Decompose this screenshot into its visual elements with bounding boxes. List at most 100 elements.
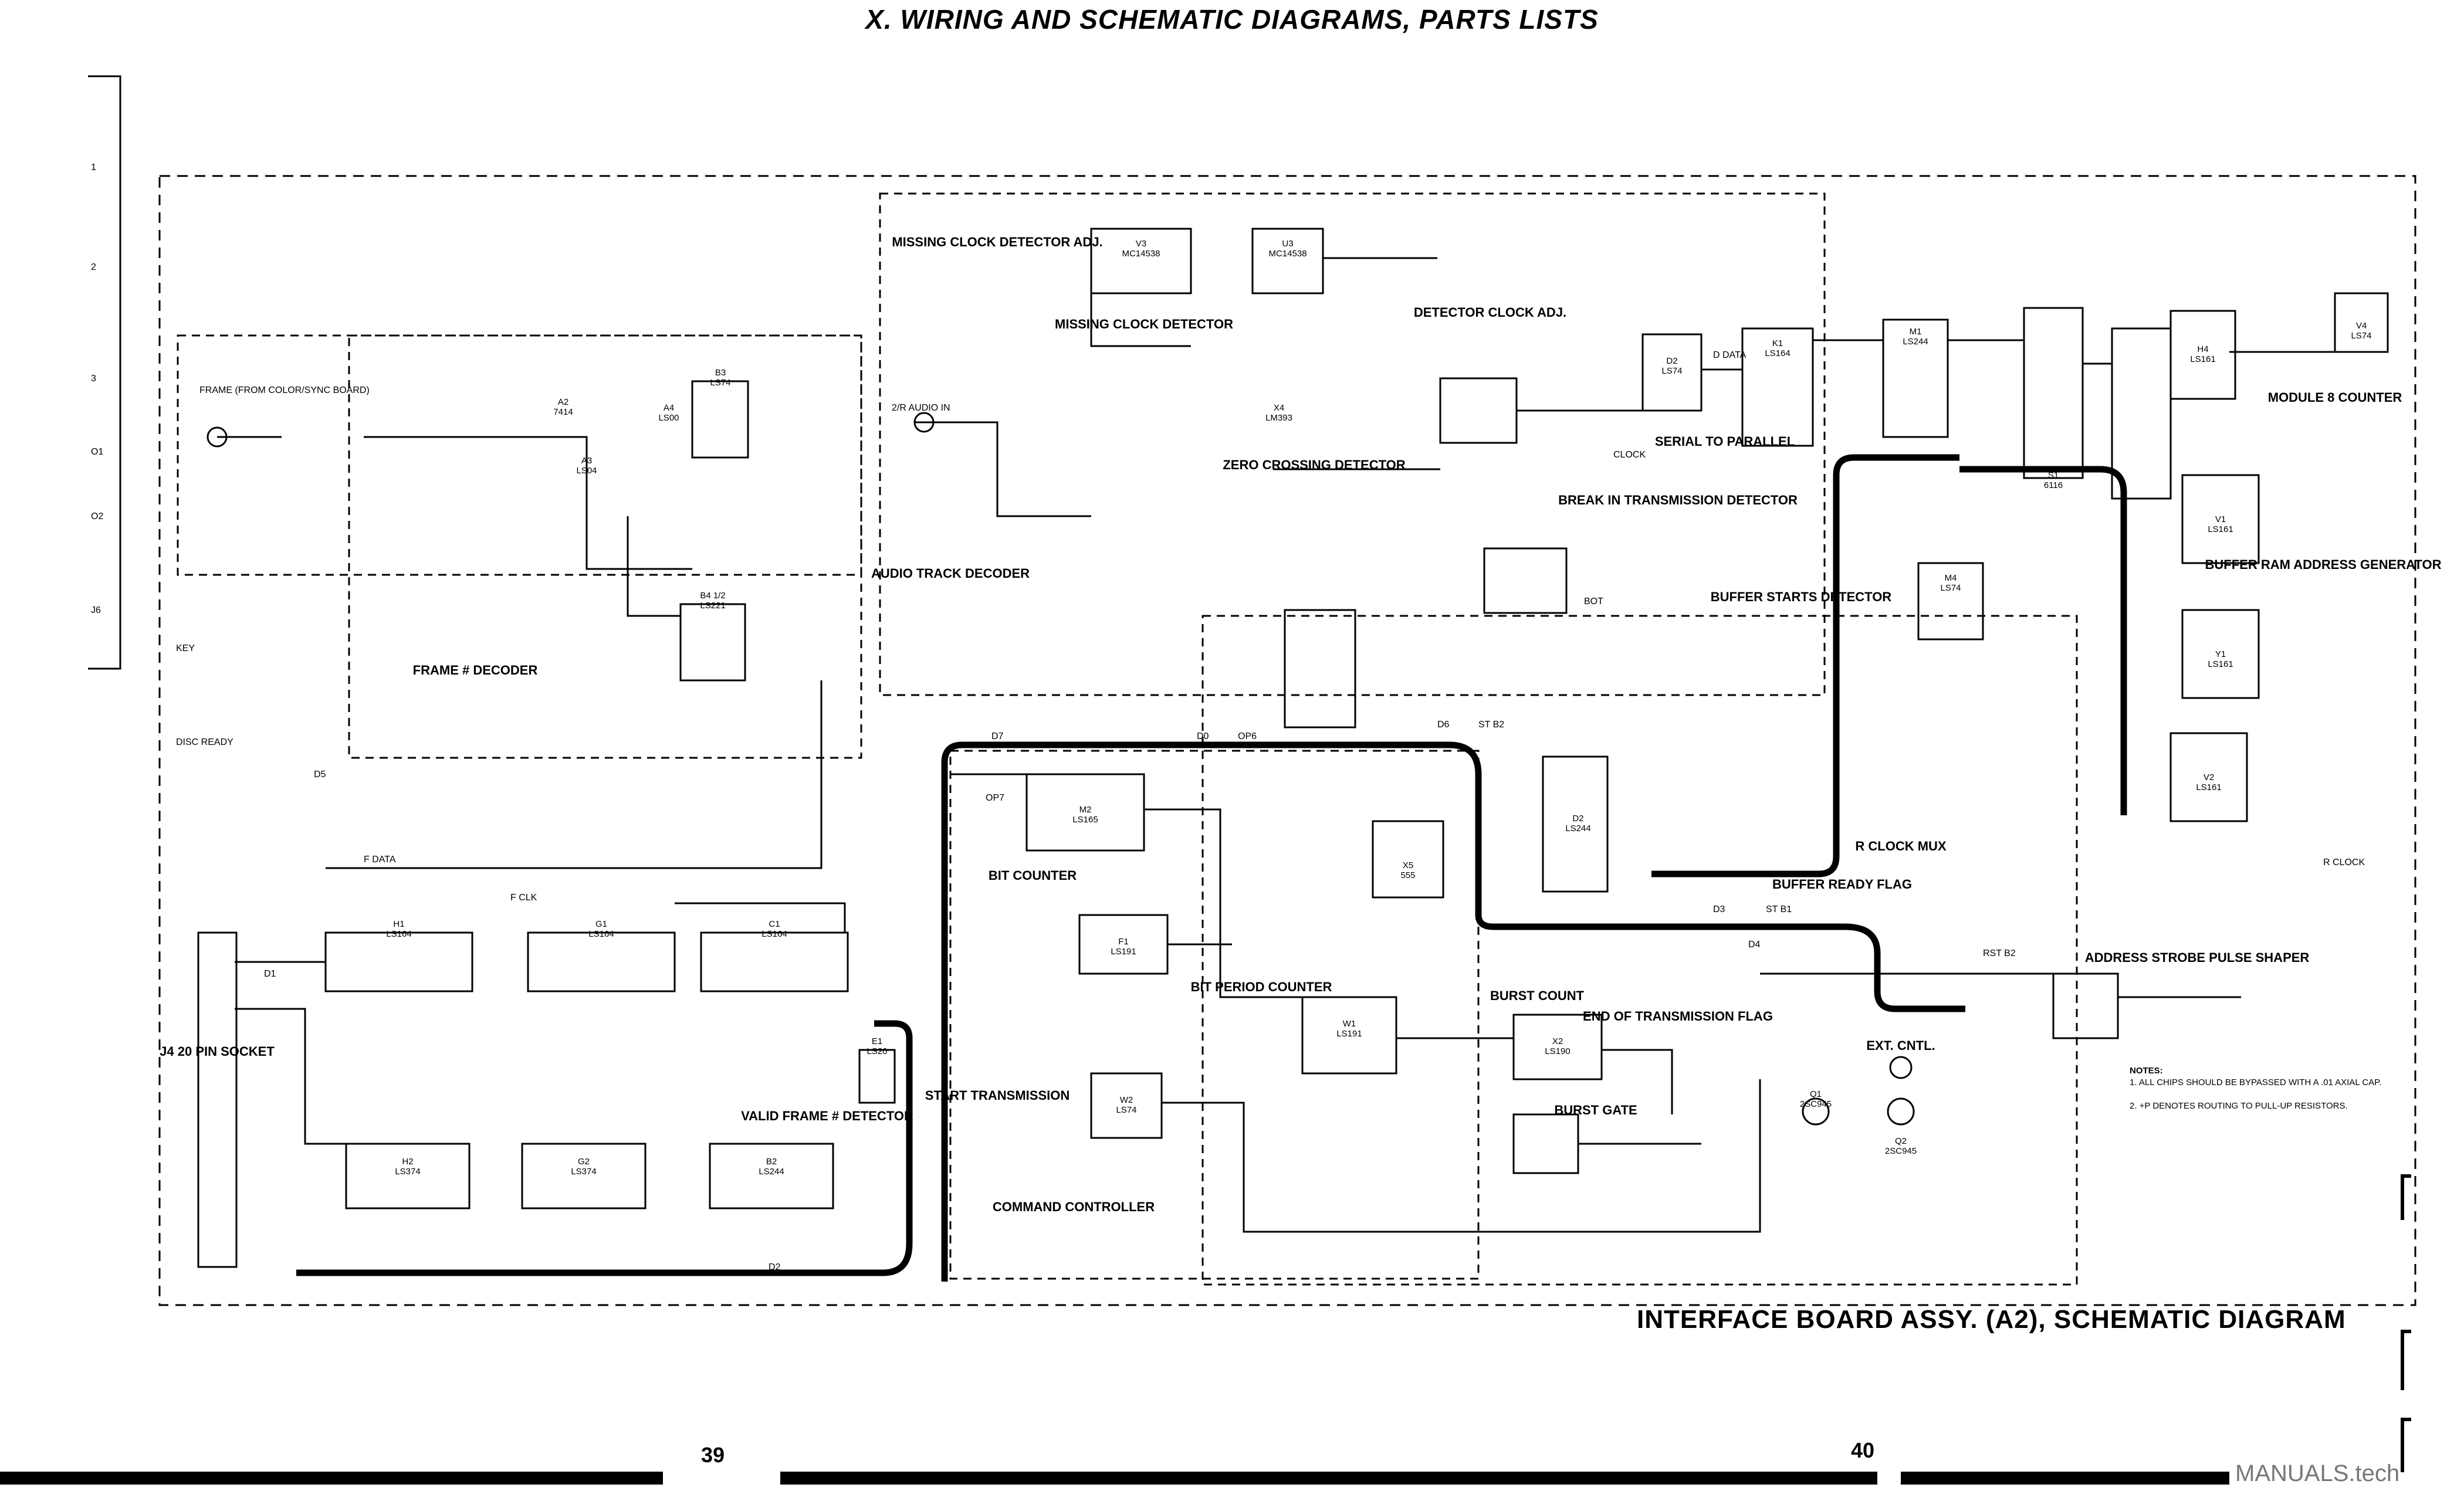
wiring-frame bbox=[217, 436, 846, 1145]
margin-mark-o2: O2 bbox=[91, 511, 103, 521]
m2-ls165 bbox=[1025, 773, 1145, 852]
signal-f-data: F DATA bbox=[364, 855, 396, 865]
h1-ls164 bbox=[324, 931, 473, 992]
signal-op7: OP7 bbox=[986, 793, 1004, 803]
margin-mark-j6: J6 bbox=[91, 605, 101, 615]
label-missing-clock-adj: MISSING CLOCK DETECTOR ADJ. bbox=[892, 235, 1102, 249]
y1-ls161 bbox=[2181, 609, 2260, 699]
f1-ls191 bbox=[1301, 996, 1397, 1075]
b2-ls244 bbox=[709, 1143, 834, 1209]
signal-d3: D3 bbox=[1713, 904, 1725, 914]
signal-clock: CLOCK bbox=[1613, 450, 1646, 460]
label-bit-period-counter: BIT PERIOD COUNTER bbox=[1191, 980, 1332, 994]
signal-d5: D5 bbox=[314, 770, 326, 780]
d2-ls244 bbox=[1542, 755, 1609, 893]
x2-ls190 bbox=[1512, 1014, 1603, 1080]
signal-audio-in: 2/R AUDIO IN bbox=[892, 403, 950, 413]
label-bit-counter: BIT COUNTER bbox=[989, 868, 1077, 883]
frame-decoder-area bbox=[177, 334, 862, 576]
signal-r-clock: R CLOCK bbox=[2323, 858, 2365, 868]
command-controller-block bbox=[949, 750, 1480, 1280]
m5-14538 bbox=[1483, 547, 1568, 614]
bus-line bbox=[296, 454, 2127, 1282]
j4-socket bbox=[197, 931, 238, 1268]
label-ext-cntl: EXT. CNTL. bbox=[1866, 1038, 1935, 1053]
g1-ls164 bbox=[527, 931, 676, 992]
d2-ls74 bbox=[1641, 333, 1703, 412]
signal-d7: D7 bbox=[991, 731, 1004, 741]
signal-d1: D1 bbox=[264, 969, 276, 979]
audio-track-decoder-block bbox=[879, 192, 1826, 696]
q1-transistor bbox=[1802, 1097, 1830, 1126]
right-edge-marks bbox=[2401, 1174, 2411, 1472]
audio-input-jack bbox=[913, 412, 935, 433]
signal-d0: D0 bbox=[1197, 731, 1209, 741]
signal-d6: D6 bbox=[1437, 720, 1450, 730]
signal-st-b2: ST B2 bbox=[1478, 720, 1504, 730]
m1-ls244 bbox=[1882, 318, 1949, 438]
wiring-audio bbox=[915, 257, 2335, 517]
command-controller-outer bbox=[1201, 615, 2078, 1286]
label-buffer-starts-detector: BUFFER STARTS DETECTOR bbox=[1711, 589, 1892, 604]
signal-d4: D4 bbox=[1748, 940, 1761, 950]
notes-title: NOTES: bbox=[2130, 1066, 2163, 1076]
label-zero-crossing: ZERO CROSSING DETECTOR bbox=[1223, 458, 1405, 472]
board-border bbox=[158, 175, 2416, 1306]
m4-ls74 bbox=[1917, 562, 1984, 641]
signal-d2: D2 bbox=[769, 1262, 781, 1272]
h2-ls374 bbox=[345, 1143, 471, 1209]
c1-ls164 bbox=[700, 931, 849, 992]
label-start-transmission: START TRANSMISSION bbox=[925, 1088, 1069, 1103]
page-number-left: 39 bbox=[701, 1443, 725, 1467]
signal-st-b1: ST B1 bbox=[1766, 904, 1792, 914]
x5-555 bbox=[1372, 820, 1444, 899]
label-module-8-counter: MODULE 8 COUNTER bbox=[2268, 390, 2402, 405]
label-burst-gate: BURST GATE bbox=[1554, 1103, 1637, 1117]
note-2: 2. +P DENOTES ROUTING TO PULL-UP RESISTO… bbox=[2130, 1101, 2348, 1111]
v2-ls161 bbox=[2169, 732, 2248, 822]
q2-transistor bbox=[1887, 1097, 1915, 1126]
v1-ls161 bbox=[2181, 474, 2260, 564]
diagram-caption: INTERFACE BOARD ASSY. (A2), SCHEMATIC DI… bbox=[1637, 1305, 2346, 1334]
signal-bot: BOT bbox=[1584, 597, 1603, 606]
margin-mark-1: 1 bbox=[91, 162, 96, 172]
b3-ls74 bbox=[691, 380, 749, 459]
watermark: MANUALS.tech bbox=[2235, 1460, 2400, 1486]
label-missing-clock-detector: MISSING CLOCK DETECTOR bbox=[1055, 317, 1233, 331]
label-detector-clock-adj: DETECTOR CLOCK ADJ. bbox=[1414, 305, 1566, 320]
label-end-of-transmission: END OF TRANSMISSION FLAG bbox=[1583, 1009, 1773, 1024]
signal-frame-in: FRAME (FROM COLOR/SYNC BOARD) bbox=[199, 385, 370, 395]
k1-ls164 bbox=[1741, 327, 1814, 447]
label-audio-track-decoder: AUDIO TRACK DECODER bbox=[871, 566, 1030, 581]
label-r-clock-mux: R CLOCK MUX bbox=[1855, 839, 1947, 853]
margin-mark-3: 3 bbox=[91, 374, 96, 384]
label-buffer-ready-flag: BUFFER READY FLAG bbox=[1772, 877, 1912, 892]
s1-address bbox=[2111, 327, 2172, 500]
wiring-command bbox=[950, 773, 2241, 1233]
label-command-controller: COMMAND CONTROLLER bbox=[993, 1199, 1155, 1214]
signal-f-clk: F CLK bbox=[510, 893, 537, 903]
